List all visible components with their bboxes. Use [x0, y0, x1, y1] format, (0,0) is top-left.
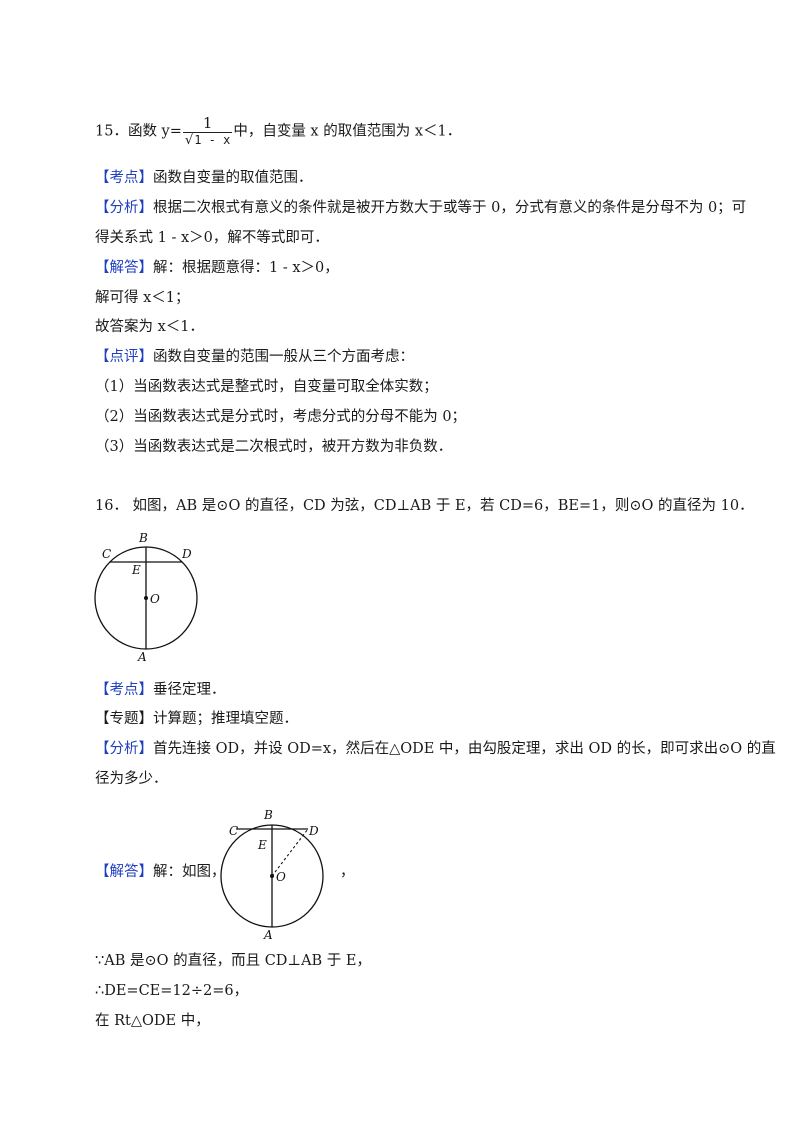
- jieda-text: 解：如图，: [153, 864, 226, 880]
- q15-radicand: 1 - x: [194, 133, 231, 147]
- label-b: B: [138, 531, 148, 545]
- q16-jieda-comma: ，: [340, 864, 355, 880]
- kaodian-text: 函数自变量的取值范围．: [153, 170, 313, 186]
- q16-fenxi-line1: 【分析】首先连接 OD，并设 OD=x，然后在△ODE 中，由勾股定理，求出 O…: [95, 739, 776, 759]
- q15-point-1: （1）当函数表达式是整式时，自变量可取全体实数；: [95, 379, 438, 395]
- q15-fraction: 1√1 - x: [182, 114, 233, 148]
- q16-figure-2: B C D E O A: [220, 808, 324, 942]
- segment-od: [271, 828, 309, 877]
- q16-figure-1: B C D E O A: [94, 531, 198, 664]
- kaodian-tag: 【考点】: [95, 170, 153, 186]
- q16-stem: 16． 如图，AB 是⊙O 的直径，CD 为弦，CD⊥AB 于 E，若 CD=6…: [95, 498, 754, 514]
- kaodian-tag: 【考点】: [95, 682, 153, 698]
- q15-fraction-numerator: 1: [202, 114, 213, 132]
- q16-step-3: 在 Rt△ODE 中，: [95, 1013, 210, 1029]
- label-o: O: [276, 870, 286, 884]
- q15-stem-pre: 15．函数 y=: [95, 123, 182, 140]
- q15-point-2: （2）当函数表达式是分式时，考虑分式的分母不能为 0；: [95, 409, 467, 425]
- label-a: A: [137, 650, 147, 664]
- label-d: D: [308, 824, 319, 838]
- label-d: D: [181, 547, 192, 561]
- label-o: O: [150, 592, 160, 606]
- jieda-text: 解：根据题意得：1 - x＞0，: [153, 260, 339, 276]
- center-point: [270, 874, 274, 878]
- label-b: B: [263, 808, 273, 822]
- label-e: E: [257, 838, 267, 852]
- label-e: E: [131, 563, 141, 577]
- label-c: C: [102, 547, 111, 561]
- jieda-tag: 【解答】: [95, 864, 153, 880]
- dianping-text: 函数自变量的范围一般从三个方面考虑：: [153, 349, 414, 365]
- radical-sign: √: [184, 133, 194, 148]
- q15-line-b: 故答案为 x＜1．: [95, 319, 205, 335]
- q15-fraction-denominator: √1 - x: [182, 132, 233, 148]
- label-a: A: [263, 928, 273, 942]
- q15-jieda: 【解答】解：根据题意得：1 - x＞0，: [95, 258, 339, 278]
- fenxi-text-1: 根据二次根式有意义的条件就是被开方数大于或等于 0，分式有意义的条件是分母不为 …: [153, 200, 747, 216]
- jieda-tag: 【解答】: [95, 260, 153, 276]
- q15-kaodian: 【考点】函数自变量的取值范围．: [95, 168, 313, 188]
- q15-point-3: （3）当函数表达式是二次根式时，被开方数为非负数．: [95, 439, 453, 455]
- q16-fenxi-line2: 径为多少．: [95, 771, 168, 787]
- q16-zhuanti: 【专题】计算题；推理填空题．: [95, 711, 298, 727]
- q15-dianping: 【点评】函数自变量的范围一般从三个方面考虑：: [95, 347, 414, 367]
- dianping-tag: 【点评】: [95, 349, 153, 365]
- q16-jieda: 【解答】解：如图，: [95, 862, 226, 882]
- q15-fenxi-line1: 【分析】根据二次根式有意义的条件就是被开方数大于或等于 0，分式有意义的条件是分…: [95, 198, 746, 218]
- center-point: [144, 596, 148, 600]
- q15-line-a: 解可得 x＜1；: [95, 290, 190, 306]
- q16-step-1: ∵AB 是⊙O 的直径，而且 CD⊥AB 于 E，: [95, 953, 372, 969]
- fenxi-tag: 【分析】: [95, 741, 153, 757]
- q15-stem-post: 中，自变量 x 的取值范围为 x＜1．: [233, 123, 462, 140]
- q16-kaodian: 【考点】垂径定理．: [95, 680, 226, 700]
- label-c: C: [229, 824, 238, 838]
- q16-step-2: ∴DE=CE=12÷2=6，: [95, 983, 249, 999]
- fenxi-tag: 【分析】: [95, 200, 153, 216]
- q15-fenxi-line2: 得关系式 1 - x＞0，解不等式即可．: [95, 230, 329, 246]
- kaodian-text: 垂径定理．: [153, 682, 226, 698]
- fenxi-text-1: 首先连接 OD，并设 OD=x，然后在△ODE 中，由勾股定理，求出 OD 的长…: [153, 741, 776, 757]
